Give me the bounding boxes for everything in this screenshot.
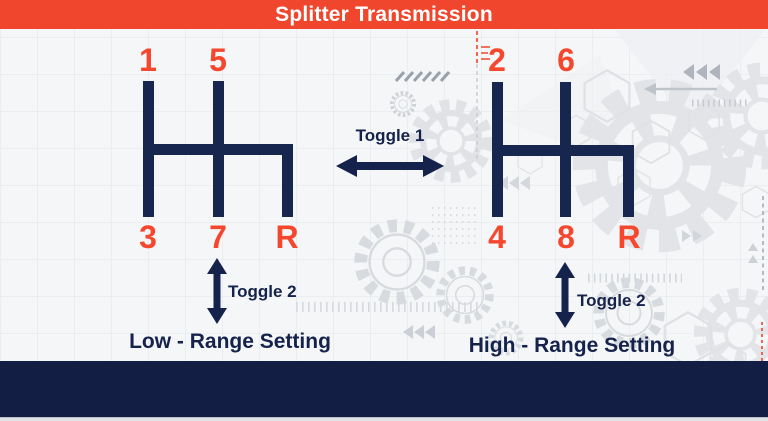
triangle-up-icon xyxy=(748,243,758,263)
toggle2-low-label: Toggle 2 xyxy=(228,282,297,301)
toggle2-high-vertical-arrow-icon xyxy=(555,262,575,328)
gear-6-label: 6 xyxy=(557,42,575,78)
gear-5-label: 5 xyxy=(209,42,227,78)
triangle-shape xyxy=(615,30,765,125)
gear-r-label-low: R xyxy=(275,219,299,255)
header-bar: Splitter Transmission xyxy=(0,0,768,29)
arrow-left-head xyxy=(644,83,656,95)
page-title: Splitter Transmission xyxy=(275,2,493,26)
chevron-left-icon xyxy=(683,64,720,80)
shift-crossbar-low xyxy=(143,144,293,155)
orange-tick-marks xyxy=(481,46,490,60)
gear-1-label: 1 xyxy=(139,42,157,78)
toggle1-horizontal-arrow-icon xyxy=(336,155,444,177)
shift-rail-r-low xyxy=(282,144,293,217)
chevron-left-icon xyxy=(403,325,435,339)
hatch-marks xyxy=(394,71,451,82)
toggle2-low-vertical-arrow-icon xyxy=(207,258,227,324)
low-range-setting-label: Low - Range Setting xyxy=(129,330,331,353)
gear-8-label: 8 xyxy=(557,219,575,255)
gear-r-label-high: R xyxy=(617,219,641,255)
footer-bar xyxy=(0,361,768,417)
high-range-setting-label: High - Range Setting xyxy=(468,334,676,357)
toggle2-high-label: Toggle 2 xyxy=(577,291,646,310)
gear-4-label: 4 xyxy=(488,219,506,255)
gear-2-label: 2 xyxy=(488,42,506,78)
gear-7-label: 7 xyxy=(209,219,227,255)
chevron-left-icon xyxy=(498,176,530,190)
shift-rail-r-high xyxy=(623,145,634,217)
gear-3-label: 3 xyxy=(139,219,157,255)
toggle1-label: Toggle 1 xyxy=(355,126,425,145)
footer-edge-strip xyxy=(0,417,768,421)
chevron-right-icon xyxy=(682,230,702,242)
shift-crossbar-high xyxy=(492,145,634,156)
